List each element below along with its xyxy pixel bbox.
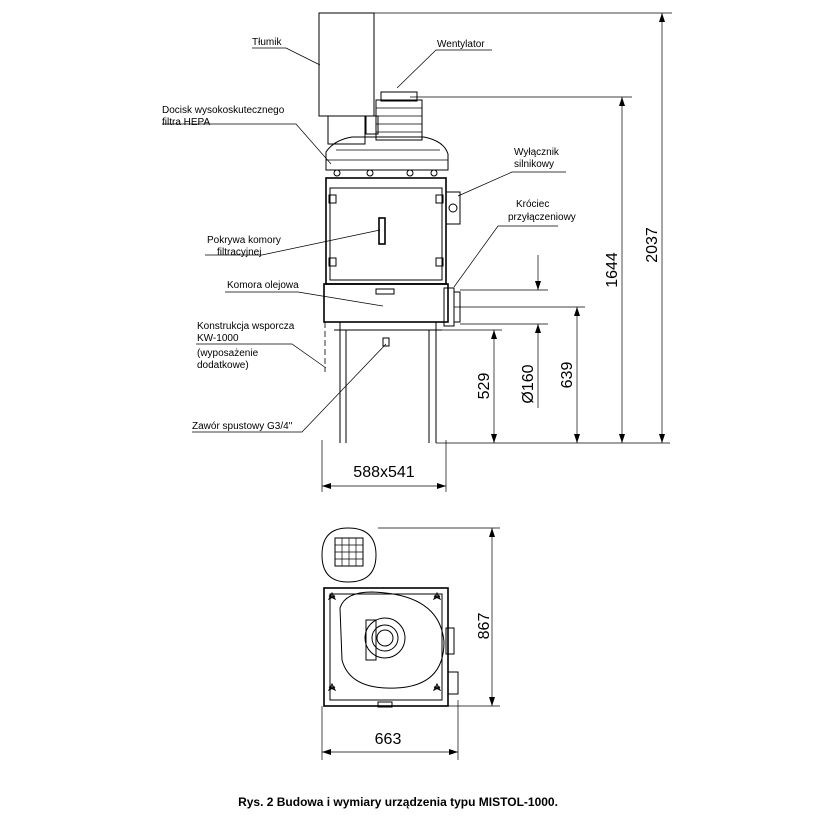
label-konstrukcja-2: KW-1000 — [197, 333, 239, 344]
motor-top — [364, 617, 406, 659]
dim-867: 867 — [476, 613, 493, 640]
front-view — [318, 12, 461, 443]
label-docisk-2: filtra HEPA — [162, 117, 210, 128]
chamber-handle — [378, 217, 386, 245]
motor-switch — [445, 191, 461, 225]
label-krociec-1: Króciec — [516, 199, 549, 210]
dimension-lines — [321, 12, 672, 492]
label-pokrywa-1: Pokrywa komory — [207, 235, 281, 246]
label-wylacznik-1: Wyłącznik — [514, 147, 560, 158]
label-pokrywa-2: filtracyjnej — [217, 247, 261, 258]
label-zawor: Zawór spustowy G3/4" — [192, 421, 293, 432]
dim-663: 663 — [375, 731, 402, 748]
dim-2037: 2037 — [644, 227, 661, 263]
label-konstrukcja-1: Konstrukcja wsporcza — [197, 321, 295, 332]
dim-639: 639 — [559, 362, 576, 389]
label-komora: Komora olejowa — [227, 280, 299, 291]
motor-cap — [380, 91, 418, 102]
motor-body — [375, 99, 423, 141]
label-konstrukcja-4: dodatkowe) — [197, 360, 249, 371]
label-krociec-2: przyłączeniowy — [508, 212, 576, 223]
leader-lines — [162, 47, 566, 433]
fan-housing — [325, 136, 449, 171]
figure-caption: Rys. 2 Budowa i wymiary urządzenia typu … — [238, 795, 558, 809]
oil-chamber — [323, 283, 449, 323]
body-top — [323, 587, 449, 707]
dim-1644: 1644 — [604, 252, 621, 288]
fan-scroll-top — [339, 591, 445, 689]
label-docisk-1: Docisk wysokoskutecznego — [162, 105, 285, 116]
silencer-body — [318, 12, 375, 117]
label-wentylator: Wentylator — [437, 39, 485, 50]
filter-chamber — [325, 177, 447, 285]
top-view-dimensions — [321, 527, 500, 760]
connection-stub — [443, 287, 455, 327]
drain-valve — [382, 337, 390, 347]
label-wylacznik-2: silnikowy — [514, 159, 554, 170]
dim-588x541: 588x541 — [353, 464, 414, 481]
label-konstrukcja-3: (wyposażenie — [197, 348, 259, 359]
silencer-neck — [327, 115, 366, 145]
top-view — [321, 527, 459, 708]
dim-d160: Ø160 — [520, 364, 537, 403]
silencer-top — [321, 527, 377, 583]
dim-529: 529 — [476, 373, 493, 400]
label-tlumik: Tłumik — [252, 37, 282, 48]
